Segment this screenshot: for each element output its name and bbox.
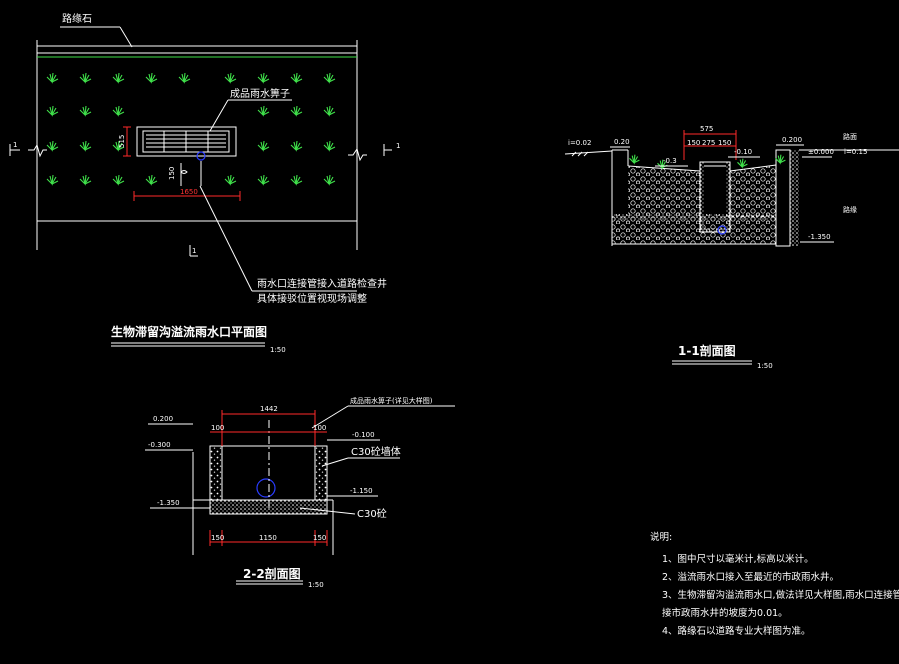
s22-elev-300: -0.300 [148, 441, 171, 449]
grass-tuft-icon [79, 72, 92, 84]
s22-dim-l: 100 [211, 424, 224, 432]
plan-dim-width: 1650 [180, 188, 198, 196]
plan-dim-height: 515 [118, 135, 126, 148]
grass-tuft-icon [323, 105, 336, 117]
s22-base-label: C30砼 [357, 507, 387, 520]
s11-dim-a: 150 [687, 139, 700, 147]
grass-tuft-icon [46, 72, 59, 84]
s11-road-label: 路面 [843, 132, 857, 141]
grass-tuft-icon [46, 105, 59, 117]
grass-tuft-icon [145, 174, 158, 186]
s11-elev-mid: -0.3 [663, 157, 677, 165]
grass-tuft-icon [112, 105, 125, 117]
section-mark-bottom: 1 [192, 247, 196, 255]
grate-label: 成品雨水箅子 [230, 87, 290, 100]
section-2-2: 1442 100 100 150 1150 150 0.200 -0.300 -… [145, 396, 455, 589]
curb-label: 路缘石 [62, 12, 92, 25]
s11-dim-top: 575 [700, 125, 713, 133]
grass-tuft-icon [290, 72, 303, 84]
s11-slope-left: i=0.02 [568, 139, 591, 147]
plan-dim-small: 150 [168, 167, 176, 180]
s22-elev-200: 0.200 [153, 415, 173, 423]
notes: 说明: 1、图中尺寸以毫米计,标高以米计。 2、溢流雨水口接入至最近的市政雨水井… [650, 531, 899, 637]
grass-tuft-icon [145, 72, 158, 84]
s22-dim-bm: 1150 [259, 534, 277, 542]
section-mark-right: 1 [396, 142, 400, 150]
grass-tuft-icon [112, 174, 125, 186]
grass-tuft-icon [46, 174, 59, 186]
s22-title: 2-2剖面图 [243, 566, 301, 581]
s11-elev-right2: ±0.000 [808, 148, 834, 156]
note-item: 4、路缘石以道路专业大样图为准。 [662, 625, 811, 637]
plan-title: 生物滞留沟溢流雨水口平面图 [111, 324, 267, 339]
s11-curb-label: 路缘 [843, 205, 857, 214]
grass-tuft-icon [629, 154, 640, 165]
grass-tuft-icon [775, 154, 786, 165]
grass-tuft-icon [257, 140, 270, 152]
section-mark-left: 1 [13, 141, 17, 149]
grass-tuft-icon [290, 140, 303, 152]
grass-tuft-icon [323, 140, 336, 152]
grass-tuft-icon [257, 105, 270, 117]
grass-tuft-icon [224, 174, 237, 186]
note-item: 1、图中尺寸以毫米计,标高以米计。 [662, 553, 814, 565]
s22-wall-label: C30砼墙体 [351, 445, 401, 458]
s22-elev-1350: -1.350 [157, 499, 180, 507]
s11-elev-right1: 0.200 [782, 136, 802, 144]
grass-tuft-icon [323, 72, 336, 84]
s11-elev-bottom: -1.350 [808, 233, 831, 241]
grass-plants [46, 72, 336, 186]
grass-tuft-icon [657, 159, 668, 170]
grass-tuft-icon [112, 140, 125, 152]
grass-tuft-icon [112, 72, 125, 84]
s22-dim-bl: 150 [211, 534, 224, 542]
s11-title: 1-1剖面图 [678, 343, 736, 358]
grass-tuft-icon [46, 140, 59, 152]
grass-tuft-icon [323, 174, 336, 186]
grass-tuft-icon [290, 174, 303, 186]
grass-tuft-icon [178, 72, 191, 84]
note-item: 2、溢流雨水口接入至最近的市政雨水井。 [662, 571, 839, 583]
grass-tuft-icon [737, 158, 748, 169]
note-item: 接市政雨水井的坡度为0.01。 [662, 607, 788, 619]
grass-tuft-icon [290, 105, 303, 117]
s22-dim-top: 1442 [260, 405, 278, 413]
s22-elev-1150: -1.150 [350, 487, 373, 495]
grass-tuft-icon [79, 174, 92, 186]
grass-tuft-icon [79, 140, 92, 152]
grass-tuft-icon [257, 174, 270, 186]
section-grass [629, 154, 786, 170]
note-item: 3、生物滞留沟溢流雨水口,做法详见大样图,雨水口连接管管径采用DN300, [662, 589, 899, 601]
notes-heading: 说明: [650, 531, 672, 543]
s11-dim-b: 275 [702, 139, 715, 147]
pipe-note-2: 具体接驳位置视现场调整 [257, 292, 367, 305]
s11-elev-grate: -0.10 [734, 148, 752, 156]
s11-elev-left: 0.20 [614, 138, 630, 146]
s11-scale: 1:50 [757, 362, 773, 370]
plan-scale: 1:50 [270, 346, 286, 354]
grass-tuft-icon [224, 72, 237, 84]
pipe-note-1: 雨水口连接管接入道路检查井 [257, 277, 387, 290]
s11-dim-c: 150 [718, 139, 731, 147]
plan-view: 路缘石 成品雨水箅子 1650 515 150 [9, 12, 400, 354]
section-1-1: 575 150 275 150 i=0.02 0.20 -0.3 -0.10 0… [564, 125, 899, 370]
s22-elev-100: -0.100 [352, 431, 375, 439]
s22-grate-label: 成品雨水箅子(详见大样图) [350, 396, 433, 405]
s11-slope-right: i=0.15 [844, 148, 867, 156]
s22-dim-br: 150 [313, 534, 326, 542]
grass-tuft-icon [257, 72, 270, 84]
s22-dim-r: 100 [313, 424, 326, 432]
s22-scale: 1:50 [308, 581, 324, 589]
grass-tuft-icon [79, 105, 92, 117]
